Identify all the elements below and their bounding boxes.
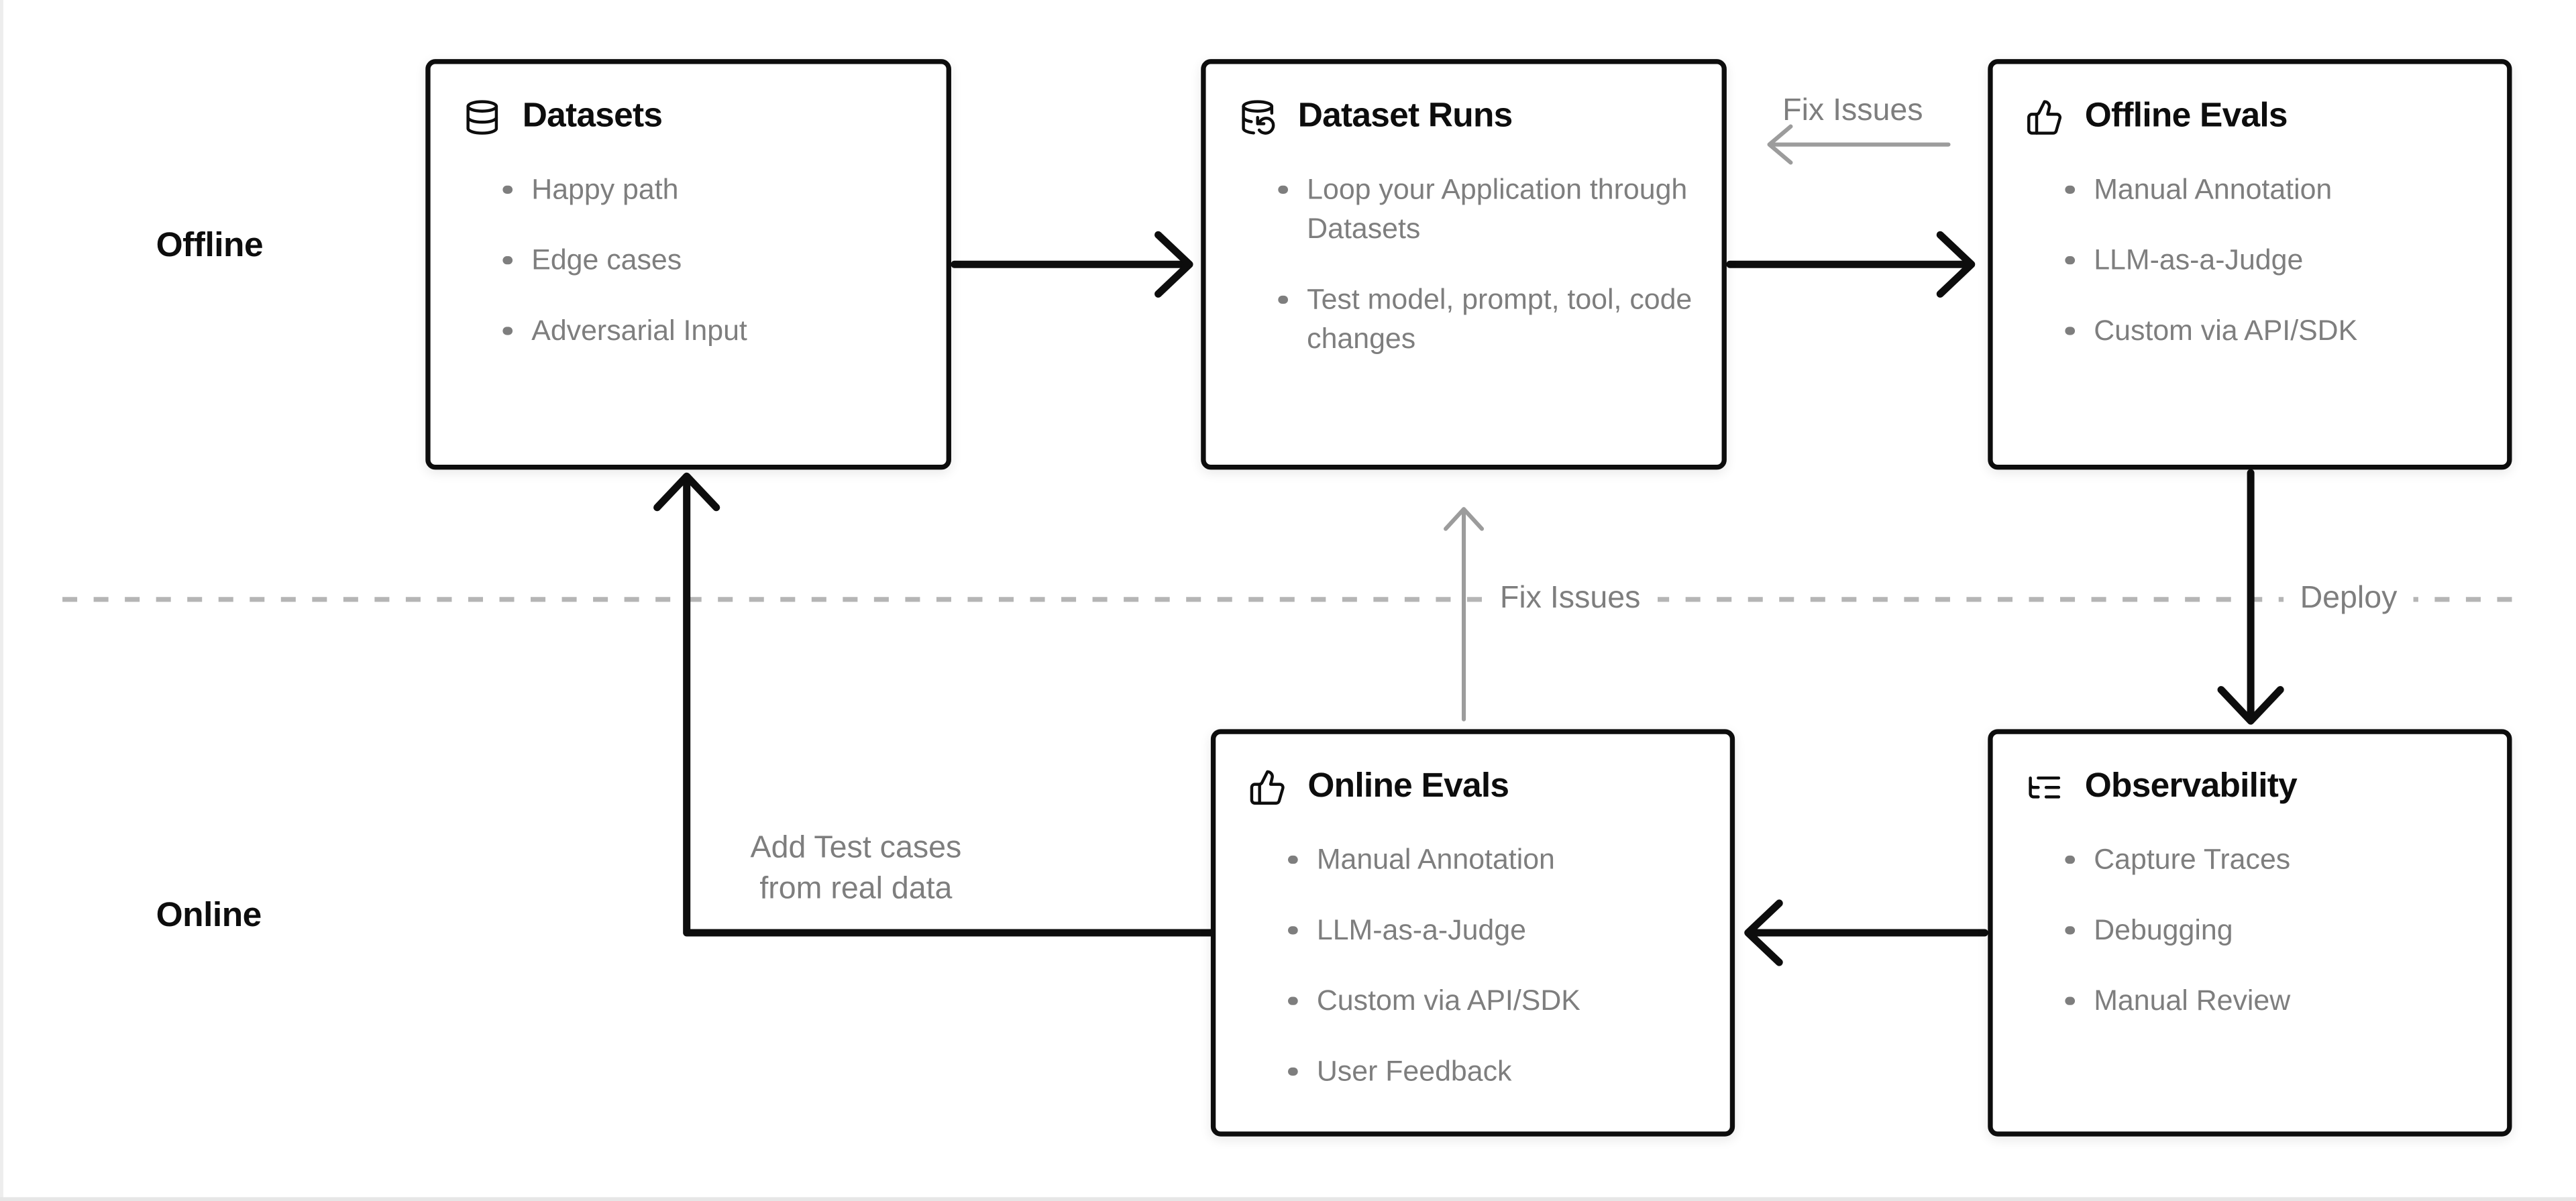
bullet-dot: [1278, 184, 1287, 194]
add-test-cases-label: Add Test cases from real data: [692, 827, 1020, 909]
bullet-text: LLM-as-a-Judge: [1316, 913, 1526, 946]
bullet-item: User Feedback: [1288, 1051, 1701, 1090]
fix-issues-mid-label: Fix Issues: [1483, 579, 1657, 620]
bullet-text: Manual Annotation: [2094, 172, 2332, 206]
bullet-text: Happy path: [531, 172, 679, 206]
bullet-item: Manual Annotation: [1288, 839, 1701, 878]
arrow-online-evals-to-dataset-runs: [1444, 507, 1485, 722]
bullet-text: Manual Review: [2094, 983, 2291, 1017]
online-section-label: Online: [156, 897, 262, 935]
arrow-offline-evals-to-observability: [2217, 469, 2284, 725]
dataset-runs-card-title: Dataset Runs: [1297, 97, 1513, 135]
database-icon: [466, 99, 498, 134]
page-bottom-edge: [0, 1197, 2576, 1201]
bullet-item: Capture Traces: [2065, 839, 2477, 878]
bullet-text: Custom via API/SDK: [1316, 983, 1580, 1017]
bullet-dot: [1288, 925, 1297, 935]
dataset-runs-card-header: Dataset Runs: [1239, 91, 1693, 143]
bullet-item: Debugging: [2065, 910, 2477, 950]
bullet-item: LLM-as-a-Judge: [1288, 910, 1701, 950]
observability-card-title: Observability: [2084, 766, 2298, 805]
database-backup-icon: [1242, 99, 1275, 134]
bullet-item: Custom via API/SDK: [1288, 980, 1701, 1020]
bullet-item: Edge cases: [502, 240, 916, 280]
bullet-text: Loop your Application through Datasets: [1307, 172, 1688, 245]
bullet-dot: [502, 255, 512, 265]
dataset-runs-card: Dataset Runs Loop your Application throu…: [1201, 59, 1727, 470]
bullet-dot: [502, 184, 512, 194]
bullet-text: Custom via API/SDK: [2094, 313, 2358, 347]
datasets-card-header: Datasets: [464, 91, 917, 143]
bullet-text: Adversarial Input: [531, 313, 747, 347]
bullet-dot: [2065, 996, 2074, 1005]
offline-evals-card-header: Offline Evals: [2026, 91, 2477, 143]
bullet-dot: [1288, 854, 1297, 864]
bullet-text: Capture Traces: [2094, 842, 2291, 876]
bullet-dot: [502, 326, 512, 335]
bullet-item: Manual Review: [2065, 980, 2477, 1020]
online-evals-card-header: Online Evals: [1248, 760, 1700, 813]
bullet-dot: [1288, 1066, 1297, 1076]
bullet-dot: [2065, 854, 2074, 864]
bullet-dot: [1288, 996, 1297, 1005]
fix-issues-top-label: Fix Issues: [1782, 93, 1923, 129]
bullet-item: Test model, prompt, tool, code changes: [1278, 279, 1692, 358]
deploy-label: Deploy: [2284, 579, 2414, 620]
arrow-dataset-runs-to-offline-evals: [1726, 231, 1976, 298]
bullet-dot: [1278, 294, 1287, 304]
bullet-text: Edge cases: [531, 243, 682, 276]
bullet-dot: [2065, 184, 2074, 194]
bullet-text: Debugging: [2094, 913, 2233, 946]
bullet-item: Manual Annotation: [2065, 169, 2477, 209]
thumbs-up-icon: [1250, 769, 1285, 804]
list-tree-icon: [2029, 775, 2061, 798]
offline-evals-card-title: Offline Evals: [2084, 97, 2288, 135]
bullet-text: LLM-as-a-Judge: [2094, 243, 2304, 276]
bullet-text: User Feedback: [1316, 1054, 1512, 1088]
page-left-edge: [0, 0, 3, 1201]
bullet-item: LLM-as-a-Judge: [2065, 240, 2477, 280]
bullet-dot: [2065, 255, 2074, 265]
arrow-offline-evals-to-dataset-runs: [1767, 124, 1951, 165]
offline-section-label: Offline: [156, 226, 264, 265]
add-test-cases-line-1: Add Test cases: [750, 831, 962, 866]
thumbs-up-icon: [2027, 99, 2062, 134]
observability-card-header: Observability: [2026, 760, 2477, 813]
add-test-cases-line-2: from real data: [759, 872, 953, 907]
bullet-text: Manual Annotation: [1316, 842, 1555, 876]
bullet-item: Happy path: [502, 169, 916, 209]
bullet-item: Custom via API/SDK: [2065, 310, 2477, 350]
bullet-item: Loop your Application through Datasets: [1278, 169, 1692, 248]
online-evals-card-title: Online Evals: [1307, 766, 1509, 805]
bullet-text: Test model, prompt, tool, code changes: [1307, 282, 1693, 355]
arrow-observability-to-online-evals: [1744, 899, 1988, 966]
datasets-card-title: Datasets: [522, 97, 663, 135]
bullet-dot: [2065, 925, 2074, 935]
bullet-dot: [2065, 326, 2074, 335]
bullet-item: Adversarial Input: [502, 310, 916, 350]
arrow-datasets-to-dataset-runs: [951, 231, 1193, 298]
